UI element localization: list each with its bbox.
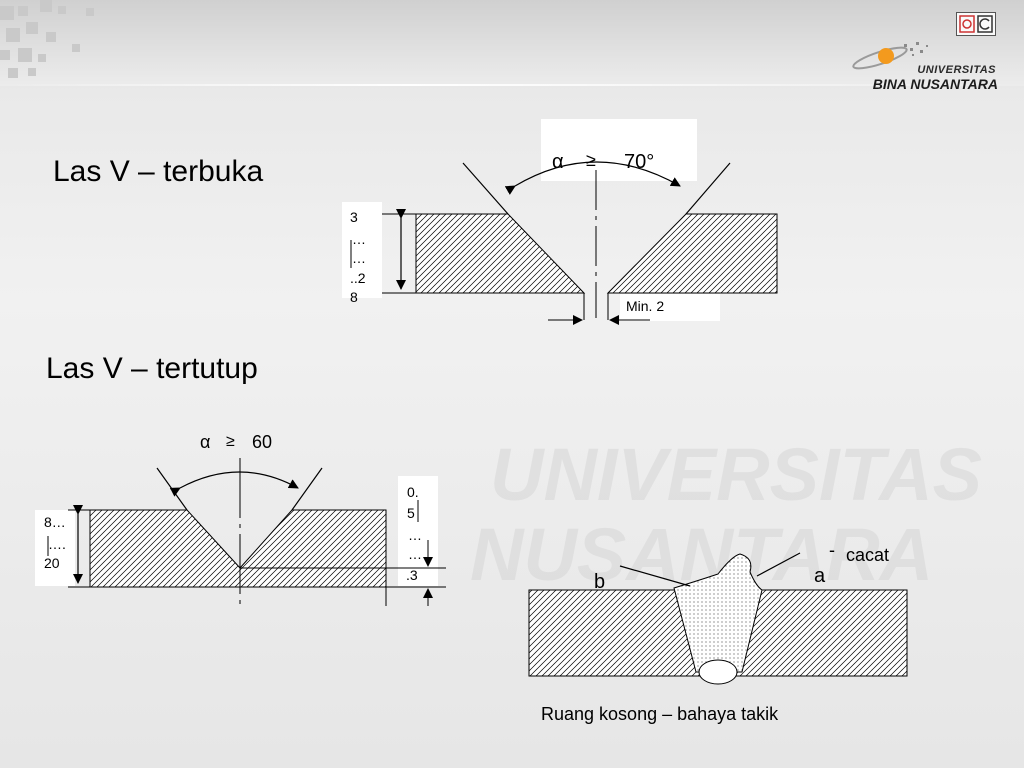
closed-thickness-label-box [35, 510, 75, 586]
header-band [0, 0, 1024, 86]
logo-line2: BINA NUSANTARA [872, 76, 998, 92]
closed-v-geq: ≥ [226, 433, 235, 450]
label-b: b [594, 571, 605, 593]
open-v-alpha: α [552, 151, 564, 173]
closed-v-root-2: 5 [407, 505, 415, 521]
closed-v-left-plate [89, 509, 241, 588]
thickness-label-box [342, 202, 382, 298]
defect-caption: Ruang kosong – bahaya takik [541, 704, 779, 724]
open-v-thk-5: 8 [350, 289, 358, 305]
closed-v-root-5: .3 [406, 567, 418, 583]
closed-v-angle-value: 60 [252, 432, 272, 452]
open-v-thk-4: ..2 [350, 270, 366, 286]
open-v-angle-value: 70° [624, 151, 654, 173]
open-v-joint [342, 119, 778, 325]
open-v-thk-1: 3 [350, 209, 358, 225]
open-v-geq: ≥ [586, 150, 596, 170]
open-v-angle-arc [504, 161, 681, 195]
angle-label-box [541, 119, 697, 181]
label-cacat: cacat [846, 545, 889, 565]
header-divider [0, 84, 1024, 86]
open-v-left-plate [415, 213, 586, 294]
closed-v-alpha: α [200, 432, 210, 452]
open-v-thk-2: … [352, 231, 366, 247]
gap-label-box [620, 294, 720, 321]
closed-v-thk-3: 20 [44, 555, 60, 571]
logo-line1: UNIVERSITAS [917, 64, 996, 76]
closed-v-right-plate [239, 509, 387, 588]
label-dash: - [829, 540, 835, 560]
closed-v-root-4: … [408, 546, 422, 562]
closed-v-angle-arc [169, 471, 299, 497]
label-a: a [814, 565, 826, 587]
corner-badge-icon [956, 12, 996, 36]
watermark-line1: UNIVERSITAS [490, 433, 983, 516]
title-open-v: Las V – terbuka [53, 155, 264, 188]
weld-defect-diagram [528, 552, 908, 685]
closed-v-root-3: … [408, 527, 422, 543]
void-defect [698, 659, 738, 685]
closed-v-root-1: 0. [407, 484, 419, 500]
weld-bead [673, 553, 763, 673]
open-v-gap-label: Min. 2 [626, 298, 664, 314]
closed-v-thk-1: 8… [44, 514, 66, 530]
closed-v-thk-2: …. [48, 536, 66, 552]
title-closed-v: Las V – tertutup [46, 352, 258, 385]
closed-v-joint [35, 458, 446, 608]
open-v-right-plate [606, 213, 778, 294]
university-logo-icon [850, 40, 1000, 96]
open-v-thk-3: … [352, 250, 366, 266]
